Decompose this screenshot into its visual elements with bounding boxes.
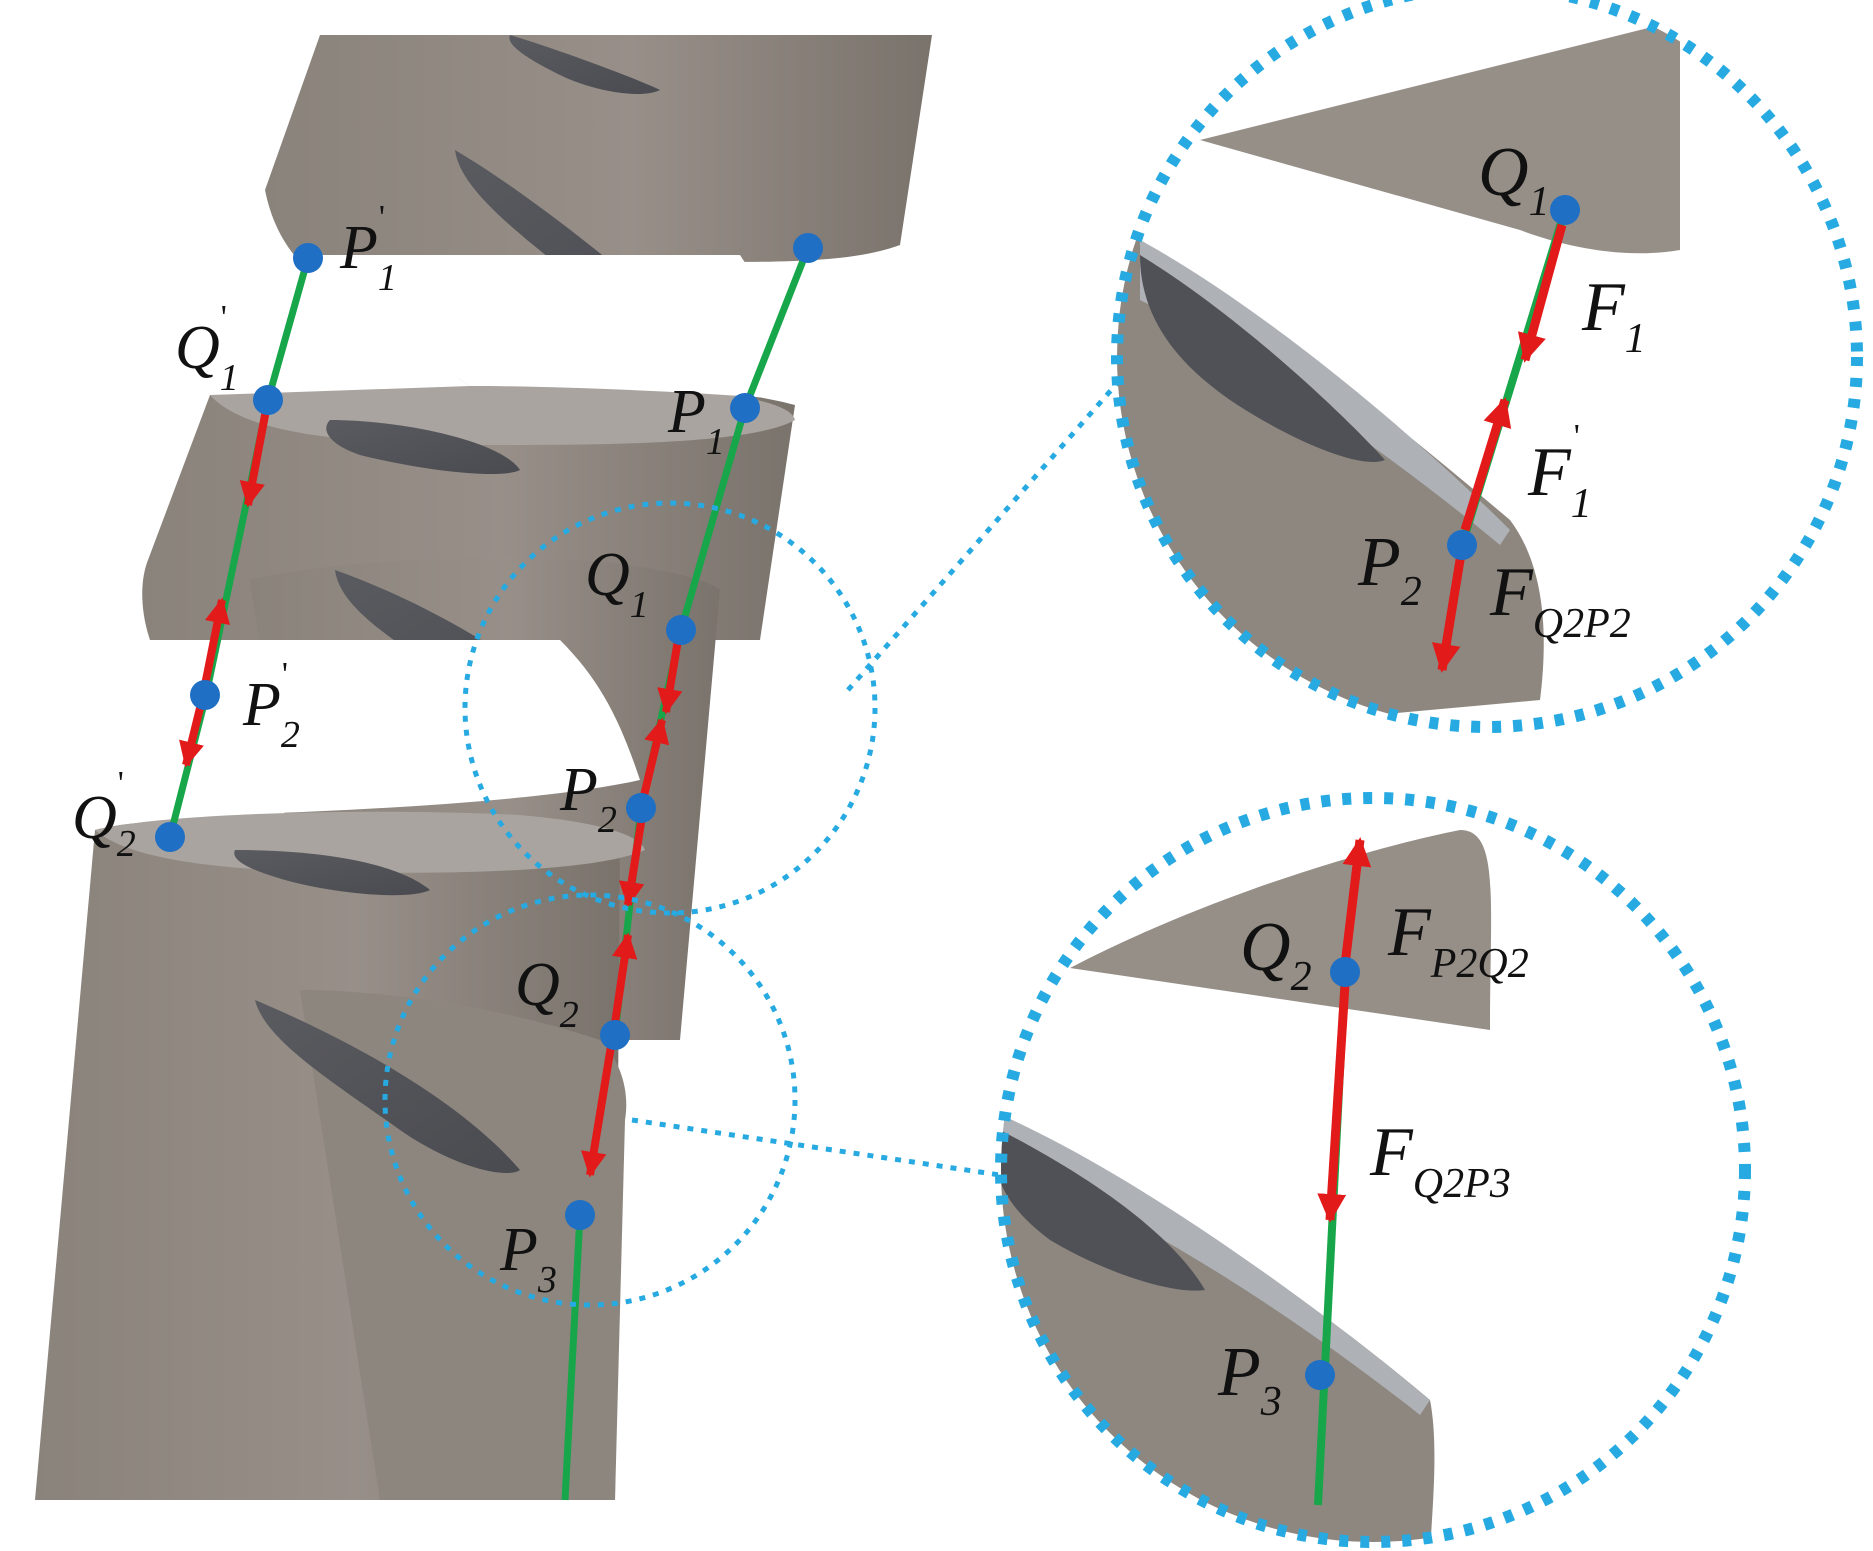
zoom-bottom-label-q2: Q2 [1240, 909, 1312, 1000]
arrow-f1-prime [1460, 397, 1512, 532]
arrow-q2-down [581, 1039, 616, 1178]
gap-1 [270, 255, 795, 400]
label-p2: P2 [559, 756, 617, 841]
label-q2: Q2 [515, 951, 579, 1036]
zoom-top-upper-segment [1200, 20, 1680, 254]
zoom-bottom-label-p3: P3 [1217, 1334, 1282, 1425]
arrow-q2-up [610, 932, 638, 1031]
label-q1-prime: Q1' [175, 299, 239, 399]
cable-right-1 [741, 246, 812, 410]
detail-circles [382, 378, 1122, 1308]
zoom-bottom-slot [1001, 1125, 1205, 1291]
label-p2-prime: P2' [242, 656, 300, 756]
zoom-top-label-fq2p2: FQ2P2 [1489, 554, 1631, 647]
zoom-bottom-label-fq2p3: FQ2P3 [1369, 1114, 1511, 1207]
zoom-top-label-f1-prime: F1' [1527, 418, 1592, 527]
arrow-f1 [1517, 223, 1567, 363]
point-p2 [626, 793, 656, 823]
cable-left-1 [264, 257, 312, 401]
arrow-p2p-up [200, 597, 231, 691]
zoom-top-point-q1 [1550, 195, 1580, 225]
robot-body [35, 35, 932, 1500]
point-q1 [666, 615, 696, 645]
leader-lower [631, 1117, 1001, 1178]
zoom-top-rim [1140, 240, 1510, 545]
label-q2-prime: Q2' [72, 765, 136, 865]
arrow-q1-down [657, 639, 683, 715]
rim-4 [95, 811, 645, 873]
arrow-fq2p3 [1317, 984, 1350, 1223]
zoom-top-circle [1111, 0, 1863, 733]
arrow-p2-up [639, 717, 670, 801]
point-q2-prime [155, 822, 185, 852]
arrow-fp2q2 [1340, 837, 1372, 966]
gap-1b [210, 255, 470, 395]
point-p1-prime [293, 243, 323, 273]
points [155, 233, 823, 1230]
detail-circle-lower [382, 892, 798, 1308]
zoom-top-slot [1140, 255, 1385, 462]
slot-5 [234, 850, 430, 896]
cable-right-5 [561, 1214, 584, 1501]
zoom-top: Q1 F1 F1' P2 FQ2P2 [1111, 0, 1863, 733]
detail-circle-upper [462, 500, 878, 916]
label-p1: P1 [667, 378, 725, 463]
zoom-bottom-point-p3 [1305, 1360, 1335, 1390]
cable-right-2 [677, 407, 749, 631]
zoom-bottom-rim [1001, 1110, 1430, 1415]
gap-3 [650, 1040, 690, 1100]
zoom-top-label-f1: F1 [1581, 269, 1646, 362]
point-p1 [730, 393, 760, 423]
slot-3 [326, 420, 520, 475]
label-p3: P3 [499, 1216, 557, 1301]
zoom-bottom-upper-segment [1070, 830, 1492, 1030]
slot-1 [509, 35, 660, 95]
main-labels: P1' Q1' P2' Q2' P1 Q1 P2 Q2 P3 [72, 199, 725, 1301]
point-p3 [565, 1200, 595, 1230]
zoom-bottom-point-q2 [1330, 957, 1360, 987]
arrow-p2-down [618, 809, 647, 908]
leader-upper [846, 378, 1122, 692]
segment-5 [300, 990, 627, 1500]
force-arrows [179, 409, 683, 1178]
zoom-bottom: Q2 FP2Q2 FQ2P3 P3 [995, 792, 1751, 1548]
segment-1 [265, 35, 932, 262]
label-q1: Q1 [585, 541, 649, 626]
point-q2 [600, 1020, 630, 1050]
slot-6 [255, 1000, 520, 1174]
zoom-top-point-p2 [1447, 530, 1477, 560]
point-p1-top [793, 233, 823, 263]
zoom-bottom-label-fp2q2: FP2Q2 [1387, 894, 1529, 987]
gap-2 [150, 640, 640, 815]
zoom-top-label-p2: P2 [1357, 524, 1422, 615]
label-p1-prime: P1' [339, 199, 397, 299]
arrow-fq2p2 [1431, 547, 1467, 673]
zoom-top-label-q1: Q1 [1478, 134, 1550, 225]
point-q1-prime [253, 385, 283, 415]
arrow-p2p-down [179, 699, 206, 768]
arrow-q1p-down [239, 409, 270, 508]
point-p2-prime [190, 680, 220, 710]
zoom-bottom-circle [995, 792, 1751, 1548]
